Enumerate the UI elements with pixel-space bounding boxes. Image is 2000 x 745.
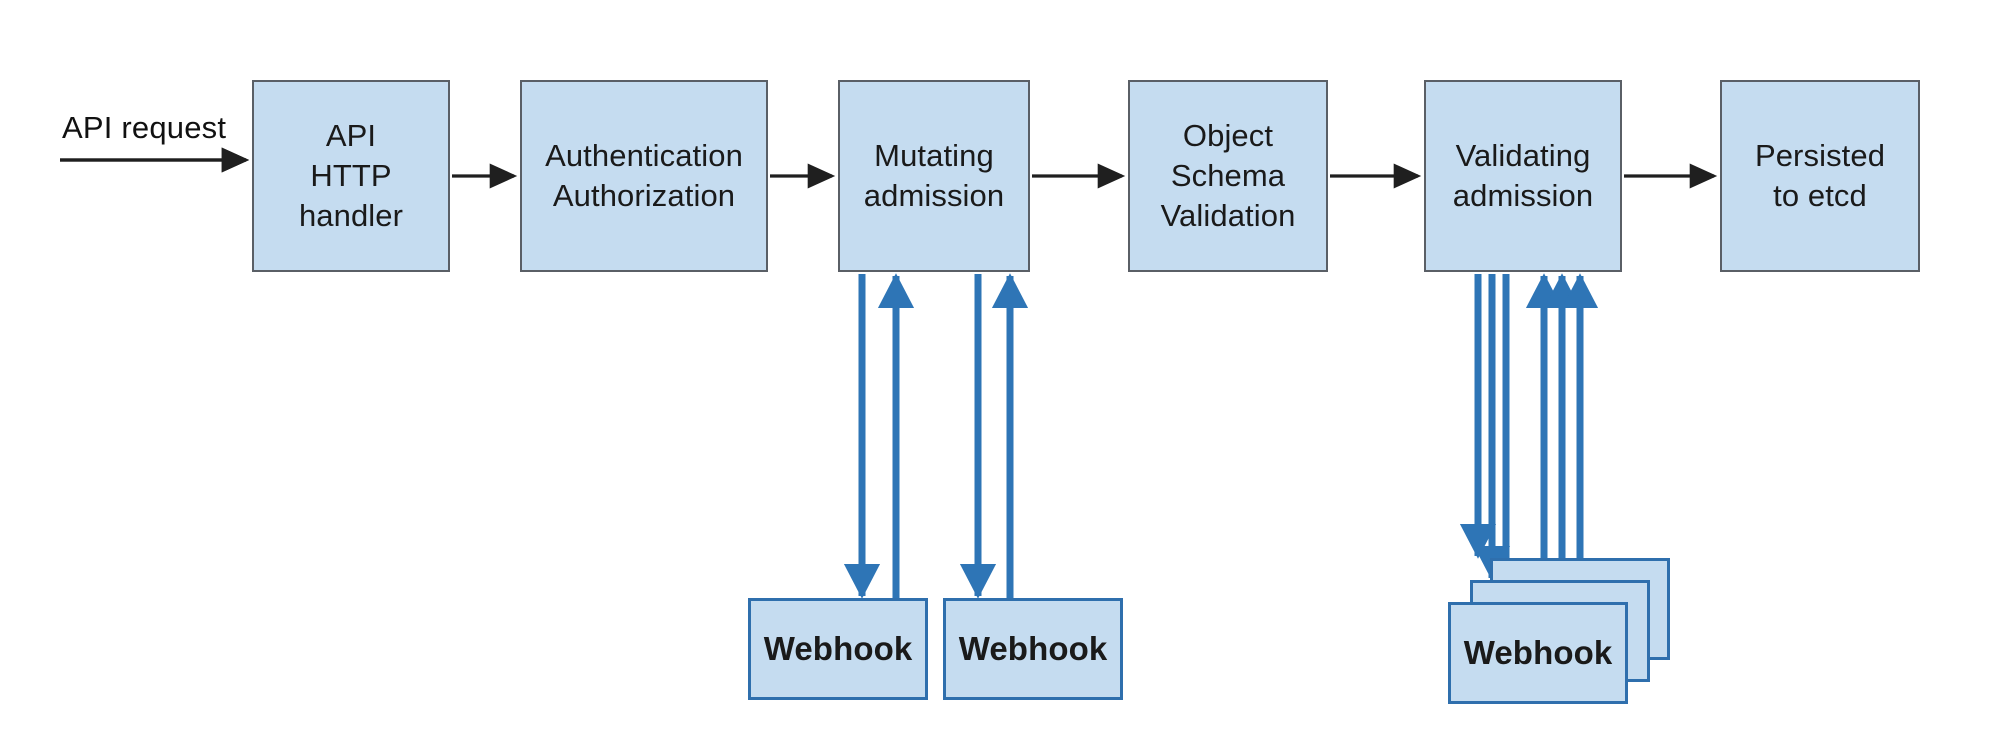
process-node-validating-admission: Validating admission	[1424, 80, 1622, 272]
webhook-connector-group	[843, 273, 1599, 604]
process-node-authentication: Authentication Authorization	[520, 80, 768, 272]
process-node-api-http-handler: API HTTP handler	[252, 80, 450, 272]
webhook-node-webhook-mutating-2: Webhook	[943, 598, 1123, 700]
process-node-object-schema: Object Schema Validation	[1128, 80, 1328, 272]
webhook-node-webhook-mutating-1: Webhook	[748, 598, 928, 700]
api-request-label: API request	[62, 110, 227, 145]
process-node-persisted-to-etcd: Persisted to etcd	[1720, 80, 1920, 272]
process-node-mutating-admission: Mutating admission	[838, 80, 1030, 272]
webhook-node-webhook-validating-1: Webhook	[1448, 602, 1628, 704]
